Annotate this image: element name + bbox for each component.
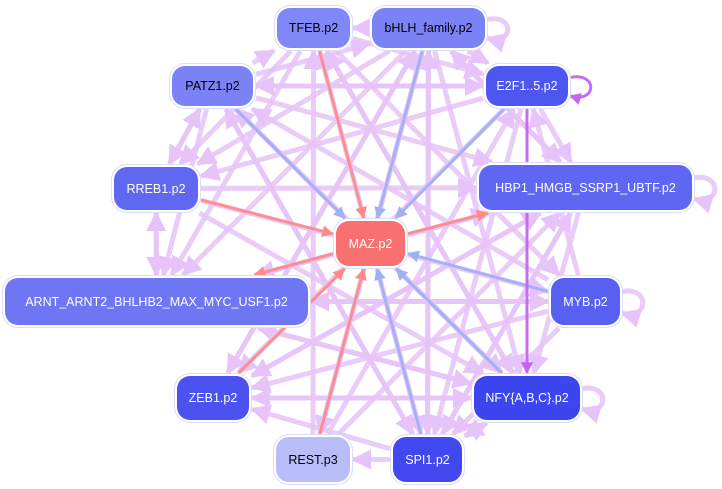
node-nfy[interactable]: NFY{A,B,C}.p2 [474, 376, 580, 420]
node-rest[interactable]: REST.p3 [276, 437, 350, 482]
node-myb[interactable]: MYB.p2 [551, 278, 620, 325]
node-e2f[interactable]: E2F1..5.p2 [486, 66, 568, 106]
edge-bhlh-to-rreb1 [195, 48, 391, 167]
node-tfeb[interactable]: TFEB.p2 [277, 8, 350, 48]
edge-rest-to-maz [318, 267, 367, 435]
edge-maz-to-arnt [253, 252, 334, 278]
edge-tfeb-to-maz [318, 50, 367, 220]
edge-spi1-to-hbp1 [440, 211, 573, 436]
node-rreb1[interactable]: RREB1.p2 [114, 167, 198, 210]
edge-spi1-to-nfy [463, 420, 489, 441]
node-label: TFEB.p2 [288, 21, 339, 35]
edge-rreb1-to-patz1 [167, 107, 202, 166]
edge-rreb1-to-nfy [198, 210, 485, 376]
edge-maz-to-hbp1 [407, 209, 489, 236]
node-label: MAZ.p2 [348, 236, 393, 251]
node-maz[interactable]: MAZ.p2 [336, 221, 405, 266]
edge-rreb1-to-maz [200, 198, 335, 238]
edge-e2f-to-maz [394, 107, 506, 220]
edge-rest-to-e2f [325, 107, 516, 436]
node-patz1[interactable]: PATZ1.p2 [172, 66, 253, 106]
edge-spi1-to-patz1 [223, 107, 415, 436]
node-zeb1[interactable]: ZEB1.p2 [177, 376, 249, 420]
edge-nfy-to-maz [395, 267, 503, 375]
node-bhlh[interactable]: bHLH_family.p2 [372, 8, 485, 48]
node-label: RREB1.p2 [126, 181, 186, 196]
edge-zeb1-to-hbp1 [250, 210, 543, 379]
edge-myb-to-myb [619, 288, 646, 328]
node-label: bHLH_family.p2 [384, 21, 473, 35]
edge-patz1-to-maz [234, 107, 346, 220]
edge-myb-to-maz [406, 250, 549, 293]
edge-spi1-to-maz [374, 267, 423, 435]
edge-myb-to-patz1 [250, 106, 550, 282]
edge-e2f-to-e2f [567, 75, 593, 105]
edge-patz1-to-tfeb [251, 48, 276, 69]
edge-nfy-to-nfy [579, 385, 606, 424]
node-label: SPI1.p2 [405, 452, 450, 467]
node-label: NFY{A,B,C}.p2 [485, 391, 569, 405]
node-label: E2F1..5.p2 [496, 79, 558, 93]
edge-hbp1-to-hbp1 [691, 174, 718, 214]
edge-rreb1-to-hbp1 [200, 177, 478, 198]
edge-bhlh-to-e2f [466, 45, 490, 66]
edge-rest-to-tfeb [303, 49, 324, 435]
node-spi1[interactable]: SPI1.p2 [393, 437, 462, 482]
edge-bhlh-to-maz [374, 50, 424, 220]
node-label: PATZ1.p2 [185, 79, 240, 93]
edge-spi1-to-bhlh [418, 49, 439, 435]
node-arnt[interactable]: ARNT_ARNT2_BHLHB2_MAX_MYC_USF1.p2 [5, 278, 308, 325]
edge-nfy-to-arnt [256, 322, 472, 386]
node-label: ARNT_ARNT2_BHLHB2_MAX_MYC_USF1.p2 [25, 294, 288, 309]
node-hbp1[interactable]: HBP1_HMGB_SSRP1_UBTF.p2 [479, 165, 692, 210]
node-label: HBP1_HMGB_SSRP1_UBTF.p2 [495, 180, 676, 195]
node-label: MYB.p2 [563, 294, 608, 309]
node-label: ZEB1.p2 [188, 391, 238, 405]
edge-bhlh-to-bhlh [484, 16, 511, 53]
node-label: REST.p3 [288, 452, 338, 467]
edge-nfy-to-tfeb [324, 49, 515, 375]
